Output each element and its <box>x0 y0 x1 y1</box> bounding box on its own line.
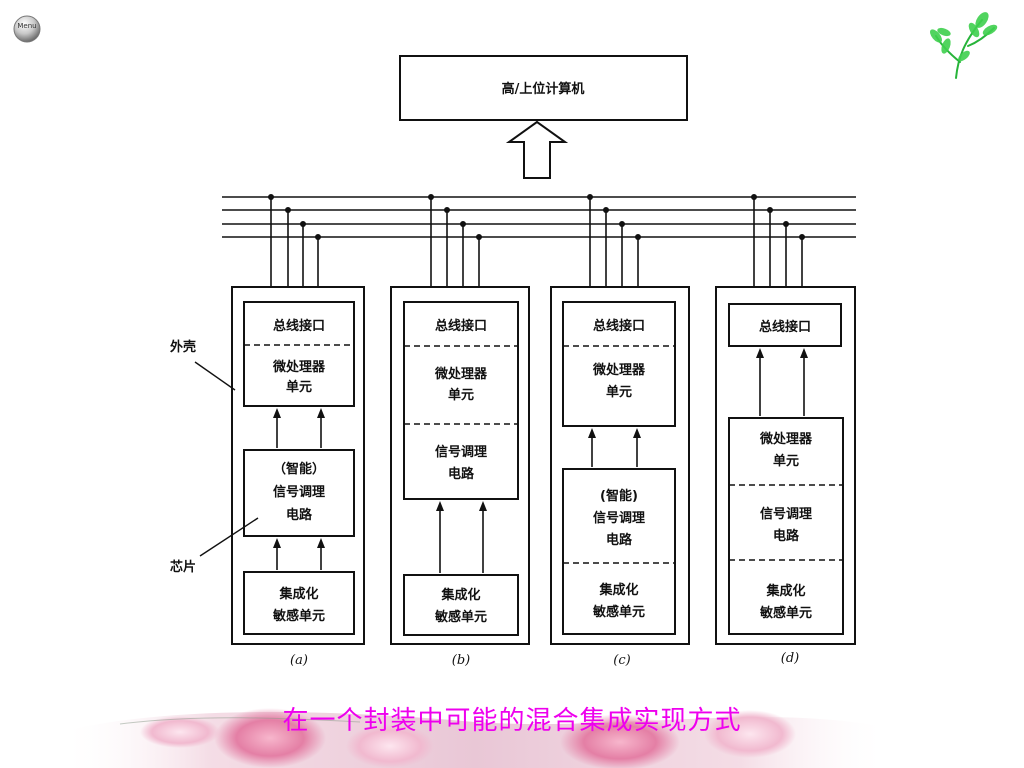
b-mcu-label-1: 微处理器 <box>434 366 488 382</box>
housing-a <box>231 286 365 645</box>
bus-junction-dot <box>619 221 625 227</box>
c-bus-interface-label: 总线接口 <box>593 318 645 334</box>
a-cond-label-1: （智能） <box>273 461 325 477</box>
housing-b <box>390 286 530 645</box>
bus-junction-dot <box>444 207 450 213</box>
housing-c <box>550 286 690 645</box>
host-computer-label: 高/上位计算机 <box>502 81 585 97</box>
a-bus-interface-label: 总线接口 <box>273 318 325 334</box>
a-cond-label-3: 电路 <box>286 507 313 523</box>
a-sensor-label-1: 集成化 <box>278 586 318 602</box>
a-conditioning-chip <box>243 449 355 537</box>
signal-arrows <box>273 348 808 573</box>
d-sensor-label-2: 敏感单元 <box>759 605 812 621</box>
bus-lines <box>222 196 856 238</box>
bus-junction-dot <box>476 234 482 240</box>
a-cond-label-2: 信号调理 <box>273 484 325 500</box>
bus-junction-dot <box>635 234 641 240</box>
variant-d: 总线接口 微处理器 单元 信号调理 电路 集成化 敏感单元 (d) <box>728 303 844 666</box>
bus-junction-dot <box>603 207 609 213</box>
b-sensor-label-1: 集成化 <box>440 587 480 603</box>
bus-junction-dot <box>428 194 434 200</box>
c-sensor-label-1: 集成化 <box>598 582 638 598</box>
signal-arrow-head <box>479 501 487 511</box>
shell-callout-line <box>194 361 236 391</box>
signal-arrow-head <box>756 348 764 358</box>
caption-c: (c) <box>613 653 630 668</box>
b-cond-label-2: 电路 <box>448 466 475 482</box>
signal-arrow-head <box>273 538 281 548</box>
architecture-diagram: 高/上位计算机 总线接口 微处理器 单元 （智能） 信号调理 电路 集成化 敏感… <box>169 55 856 668</box>
chip-callout-line <box>199 517 259 557</box>
d-sensor-label-1: 集成化 <box>765 583 805 599</box>
d-cond-label-1: 信号调理 <box>760 506 812 522</box>
b-bus-interface-label: 总线接口 <box>435 318 487 334</box>
c-cond-label-1: (智能) <box>600 488 638 504</box>
chip-callout-label: 芯片 <box>170 559 196 575</box>
bus-drops <box>268 194 805 287</box>
d-interface-chip <box>728 303 842 347</box>
a-mcu-label-2: 单元 <box>286 379 312 395</box>
b-mcu-label-2: 单元 <box>448 387 474 403</box>
leaf-sprig-icon <box>930 12 998 79</box>
b-cond-label-1: 信号调理 <box>435 444 487 460</box>
bus-junction-dot <box>799 234 805 240</box>
b-sensor-chip <box>403 574 519 636</box>
signal-arrow-head <box>317 408 325 418</box>
housing-d <box>715 286 856 645</box>
caption-d: (d) <box>781 651 799 666</box>
bus-junction-dot <box>300 221 306 227</box>
c-mcu-label-2: 单元 <box>606 384 632 400</box>
variant-b: 总线接口 微处理器 单元 信号调理 电路 集成化 敏感单元 (b) <box>403 301 519 668</box>
signal-arrow-head <box>800 348 808 358</box>
c-mcu-label-1: 微处理器 <box>592 362 646 378</box>
c-interface-mcu-chip <box>562 301 676 427</box>
bus-junction-dot <box>783 221 789 227</box>
b-main-chip <box>403 301 519 500</box>
a-sensor-label-2: 敏感单元 <box>272 608 325 624</box>
bus-junction-dot <box>285 207 291 213</box>
d-cond-label-2: 电路 <box>773 528 800 544</box>
uplink-arrow <box>505 120 569 179</box>
bus-junction-dot <box>460 221 466 227</box>
bus-junction-dot <box>268 194 274 200</box>
host-computer-box <box>399 55 688 121</box>
caption-a: (a) <box>290 653 308 668</box>
c-cond-label-3: 电路 <box>606 532 633 548</box>
signal-arrow-head <box>588 428 596 438</box>
d-main-chip <box>728 417 844 635</box>
variant-a: 总线接口 微处理器 单元 （智能） 信号调理 电路 集成化 敏感单元 (a) <box>243 301 355 668</box>
a-interface-mcu-chip <box>243 301 355 407</box>
a-mcu-label-1: 微处理器 <box>272 359 326 375</box>
bus-junction-dot <box>315 234 321 240</box>
signal-arrow-head <box>633 428 641 438</box>
signal-arrow-head <box>436 501 444 511</box>
d-mcu-label-1: 微处理器 <box>759 431 813 447</box>
slide-title: 在一个封装中可能的混合集成实现方式 <box>282 706 742 736</box>
caption-b: (b) <box>452 653 470 668</box>
bus-junction-dot <box>587 194 593 200</box>
c-cond-sensor-chip <box>562 468 676 635</box>
d-mcu-label-2: 单元 <box>773 453 799 469</box>
a-sensor-chip <box>243 571 355 635</box>
signal-arrow-head <box>273 408 281 418</box>
floral-footer-band <box>60 708 890 768</box>
d-bus-interface-label: 总线接口 <box>759 319 811 335</box>
c-sensor-label-2: 敏感单元 <box>592 604 645 620</box>
bus-junction-dot <box>751 194 757 200</box>
b-sensor-label-2: 敏感单元 <box>434 609 487 625</box>
shell-callout-label: 外壳 <box>169 339 196 355</box>
menu-orb-icon <box>13 15 41 43</box>
bus-junction-dot <box>767 207 773 213</box>
c-cond-label-2: 信号调理 <box>593 510 645 526</box>
variant-c: 总线接口 微处理器 单元 (智能) 信号调理 电路 集成化 敏感单元 (c) <box>562 301 676 668</box>
signal-arrow-head <box>317 538 325 548</box>
